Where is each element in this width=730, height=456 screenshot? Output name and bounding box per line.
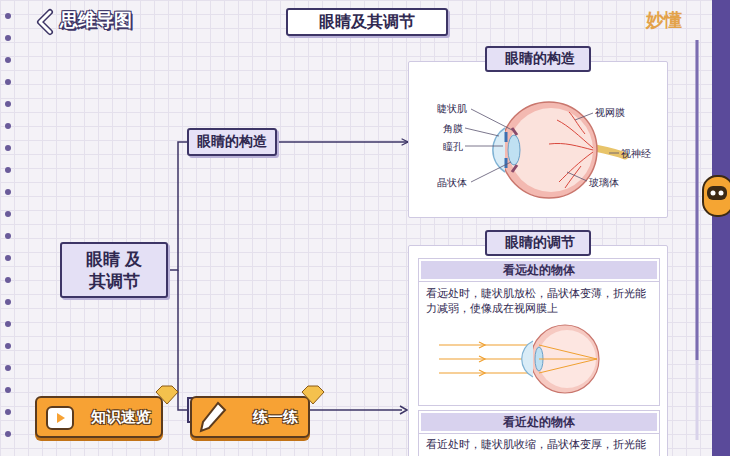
node-heading: 看近处的物体 <box>419 411 659 433</box>
spiral-binding <box>5 13 11 437</box>
info-card: 看近处的物体看近处时，睫状肌收缩，晶状体变厚，折光能 <box>418 410 660 456</box>
info-card: 看远处的物体看远处时，睫状肌放松，晶状体变薄，折光能力减弱，使像成在视网膜上 <box>418 258 660 406</box>
side-bar <box>712 0 730 456</box>
brand-logo: 妙懂 <box>646 8 682 32</box>
menu-button: 练一练 <box>190 396 310 438</box>
root-topic: 眼睛 及其调节 <box>60 242 168 298</box>
eye-illustration <box>409 62 669 219</box>
part-label: 角膜 <box>443 122 463 136</box>
node-heading: 眼睛的构造 <box>485 46 591 72</box>
node-heading: 眼睛 及其调节 <box>77 248 150 292</box>
content-panel: 眼睛的调节看远处的物体看远处时，睫状肌放松，晶状体变薄，折光能力减弱，使像成在视… <box>408 245 668 456</box>
far-vision-illustration <box>419 259 661 407</box>
part-label: 瞳孔 <box>443 140 463 154</box>
part-label: 玻璃体 <box>589 176 619 190</box>
node-heading: 知识速览 <box>91 408 151 427</box>
back-arrow <box>40 12 50 32</box>
play-icon <box>45 403 75 433</box>
title-box: 眼睛及其调节 <box>286 8 448 36</box>
connector <box>168 142 187 270</box>
part-label: 视网膜 <box>595 106 625 120</box>
node-body: 看远处时，睫状肌放松，晶状体变薄，折光能力减弱，使像成在视网膜上 <box>419 281 659 316</box>
part-label: 视神经 <box>621 147 651 161</box>
menu-button: 知识速览 <box>35 396 163 438</box>
node-heading: 练一练 <box>253 408 298 427</box>
page-title: 眼睛及其调节 <box>319 12 415 33</box>
branch-topic: 眼睛的构造 <box>187 128 277 156</box>
page-section-name: 思维导图 <box>60 8 132 32</box>
content-panel: 眼睛的构造睫状肌角膜瞳孔晶状体视网膜视神经玻璃体 <box>408 61 668 218</box>
connector <box>277 141 408 143</box>
pencil-icon <box>198 400 228 434</box>
gem-icon <box>156 386 324 404</box>
scroll-thumb <box>696 40 699 360</box>
mascot-tab <box>703 176 730 216</box>
node-heading: 看远处的物体 <box>419 259 659 281</box>
scroll-track <box>696 40 699 440</box>
node-heading: 眼睛的构造 <box>197 133 267 151</box>
node-heading: 眼睛的调节 <box>485 230 591 256</box>
part-label: 睫状肌 <box>437 102 467 116</box>
node-body: 看近处时，睫状肌收缩，晶状体变厚，折光能 <box>419 433 659 452</box>
part-label: 晶状体 <box>437 176 467 190</box>
